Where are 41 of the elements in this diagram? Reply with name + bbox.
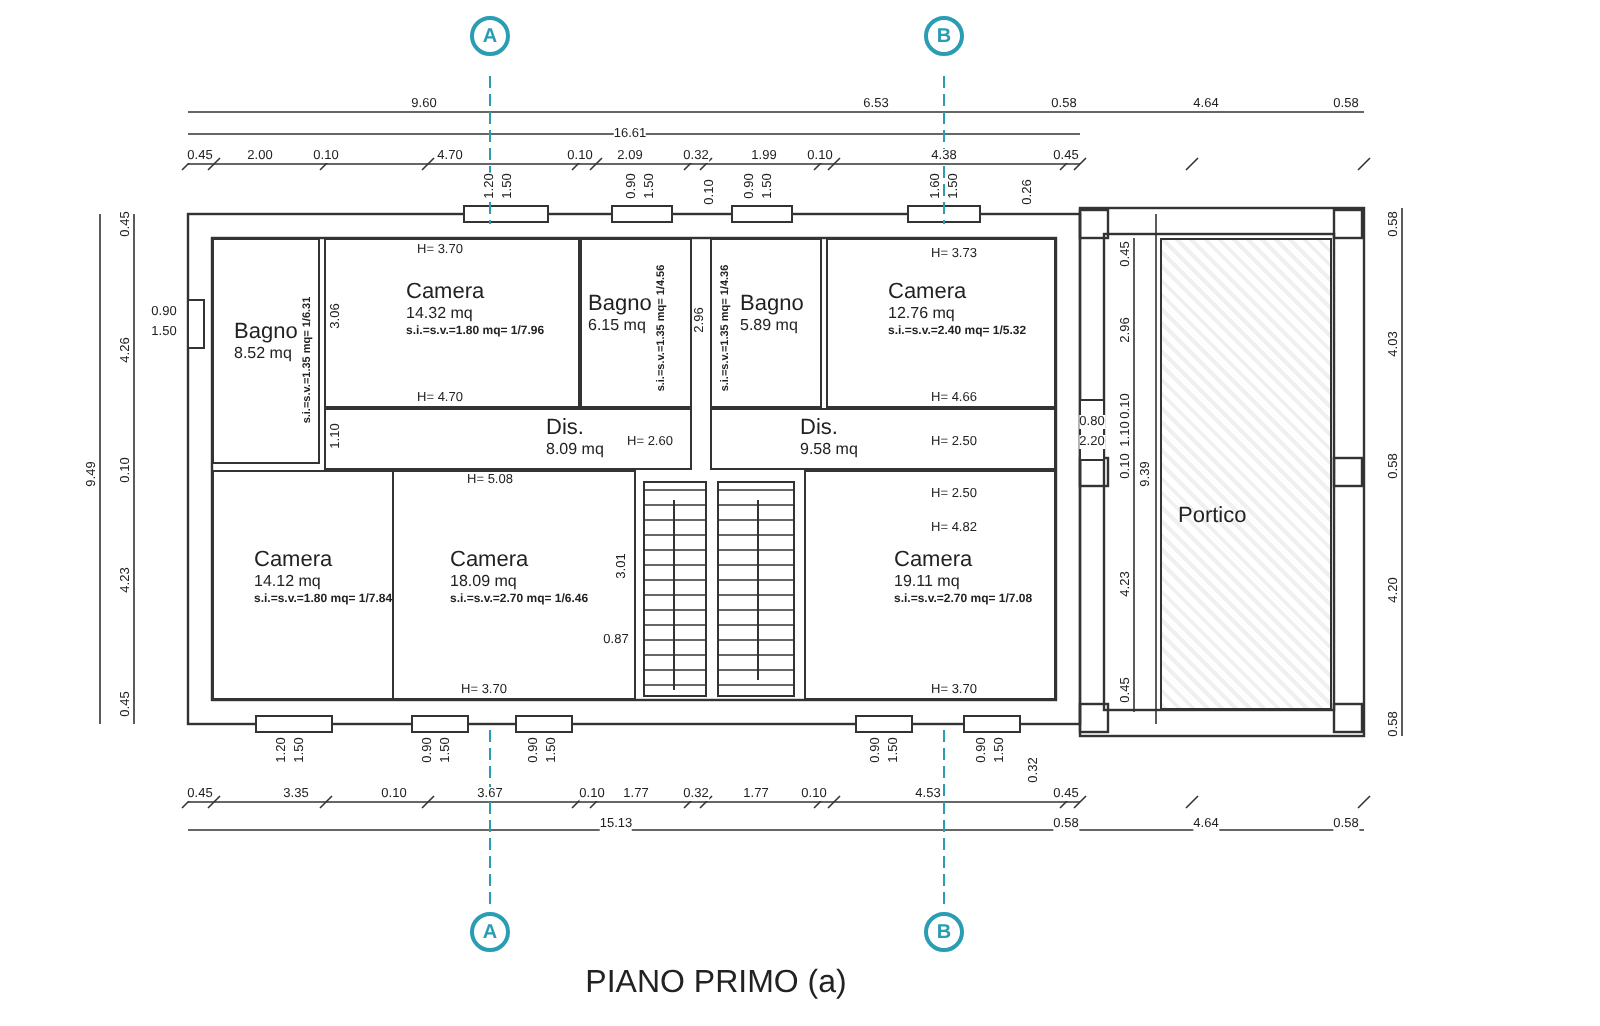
room-area: 14.32 mq	[406, 304, 473, 324]
room-outline	[710, 408, 1056, 470]
room-outline	[392, 470, 636, 700]
room-name: Camera	[450, 548, 529, 572]
section-marker	[924, 912, 964, 952]
room-area: 8.52 mq	[234, 344, 292, 364]
room-area: 6.15 mq	[588, 316, 646, 336]
room-name: Camera	[894, 548, 973, 572]
section-marker	[470, 16, 510, 56]
room-outline	[212, 238, 320, 464]
room-outline	[580, 238, 692, 408]
room-area: 18.09 mq	[450, 572, 517, 592]
section-letter: B	[936, 25, 952, 47]
room-outline	[804, 470, 1056, 700]
room-name: Bagno	[740, 292, 804, 316]
room-area: 14.12 mq	[254, 572, 321, 592]
room-name: Portico	[1178, 504, 1247, 528]
room-area: 8.09 mq	[546, 440, 604, 460]
room-area: 12.76 mq	[888, 304, 955, 324]
plan-caption: PIANO PRIMO (a)	[585, 966, 847, 1002]
section-letter: A	[482, 25, 498, 47]
room-name: Dis.	[800, 416, 838, 440]
room-name: Dis.	[546, 416, 584, 440]
room-outline	[826, 238, 1056, 408]
room-outline	[710, 238, 822, 408]
room-name: Bagno	[588, 292, 652, 316]
section-marker	[924, 16, 964, 56]
room-area: 9.58 mq	[800, 440, 858, 460]
room-area: 5.89 mq	[740, 316, 798, 336]
portico-area	[1160, 238, 1332, 710]
room-name: Camera	[406, 280, 485, 304]
section-letter: A	[482, 921, 498, 943]
room-name: Camera	[888, 280, 967, 304]
room-area: 19.11 mq	[894, 572, 960, 592]
room-name: Bagno	[234, 320, 298, 344]
room-outline	[212, 470, 394, 700]
section-letter: B	[936, 921, 952, 943]
room-outline	[324, 238, 580, 408]
section-marker	[470, 912, 510, 952]
room-outline	[324, 408, 692, 470]
room-name: Camera	[254, 548, 333, 572]
